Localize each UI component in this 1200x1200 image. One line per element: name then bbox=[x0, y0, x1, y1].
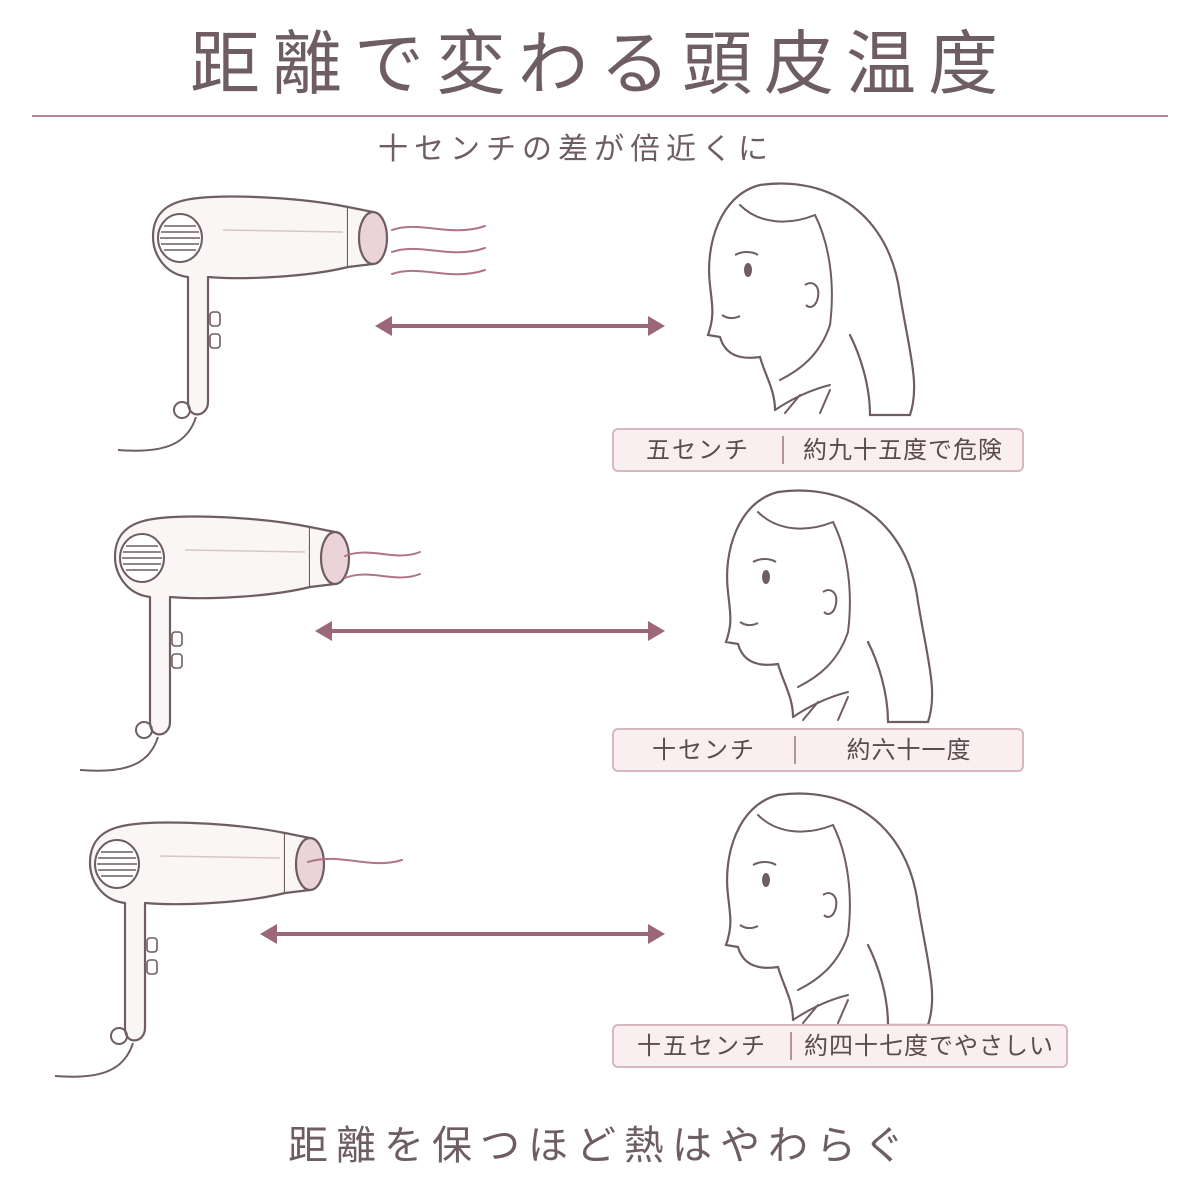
page-subtitle: 十センチの差が倍近くに bbox=[378, 132, 774, 167]
label-divider bbox=[782, 436, 784, 464]
row-2-distance: 十センチ bbox=[652, 736, 756, 764]
footer-caption: 距離を保つほど熱はやわらぐ bbox=[288, 1123, 912, 1169]
row-1-distance: 五センチ bbox=[646, 436, 750, 464]
row-1-label: 五センチ 約九十五度で危険 bbox=[612, 428, 1024, 472]
double-arrow-icon bbox=[375, 316, 665, 336]
row-2-label: 十センチ 約六十一度 bbox=[612, 728, 1024, 772]
row-3-label: 十五センチ 約四十七度でやさしい bbox=[612, 1024, 1068, 1068]
airflow-icon bbox=[307, 857, 403, 865]
row-1-temperature: 約九十五度で危険 bbox=[803, 436, 1003, 464]
row-3-graphics bbox=[53, 792, 934, 1078]
page-title: 距離で変わる頭皮温度 bbox=[190, 23, 1010, 105]
double-arrow-icon bbox=[315, 621, 665, 641]
hair-dryer-icon bbox=[78, 515, 351, 772]
woman-profile-icon bbox=[724, 792, 934, 1027]
hair-dryer-icon bbox=[116, 195, 389, 452]
label-divider bbox=[790, 1032, 792, 1060]
row-1-graphics bbox=[116, 182, 916, 452]
row-2-temperature: 約六十一度 bbox=[846, 736, 972, 764]
hair-dryer-icon bbox=[53, 821, 326, 1078]
woman-profile-icon bbox=[706, 182, 916, 417]
airflow-icon bbox=[344, 551, 421, 579]
title-divider bbox=[32, 115, 1168, 117]
double-arrow-icon bbox=[260, 924, 665, 944]
woman-profile-icon bbox=[724, 489, 934, 724]
row-3-distance: 十五センチ bbox=[637, 1032, 767, 1060]
row-3-temperature: 約四十七度でやさしい bbox=[804, 1032, 1054, 1060]
label-divider bbox=[794, 736, 796, 764]
airflow-icon bbox=[391, 225, 486, 276]
row-2-graphics bbox=[78, 489, 934, 772]
